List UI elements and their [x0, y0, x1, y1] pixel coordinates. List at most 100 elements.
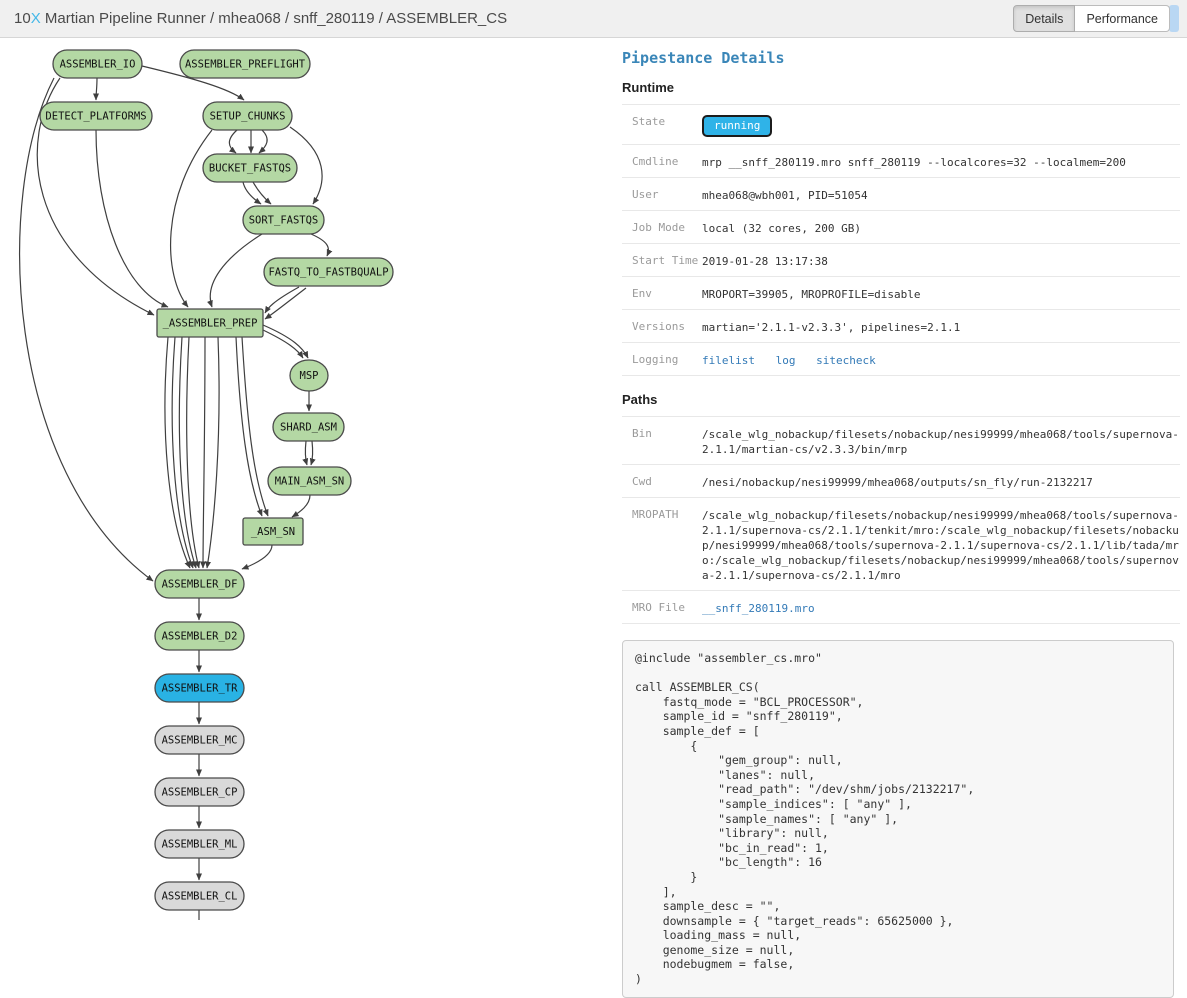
env-label: Env: [632, 287, 652, 300]
sitecheck-link[interactable]: sitecheck: [816, 354, 876, 367]
graph-edge: [258, 129, 268, 154]
row-mropath: MROPATH /scale_wlg_nobackup/filesets/nob…: [622, 497, 1180, 590]
graph-node-label: FASTQ_TO_FASTBQUALP: [268, 267, 388, 279]
row-cmdline: Cmdline mrp __snff_280119.mro snff_28011…: [622, 144, 1180, 177]
env-value: MROPORT=39905, MROPROFILE=disable: [702, 288, 921, 301]
jobmode-label: Job Mode: [632, 221, 685, 234]
graph-node-BUCKET_FASTQS[interactable]: BUCKET_FASTQS: [202, 153, 298, 183]
tab-performance[interactable]: Performance: [1075, 5, 1170, 32]
pipestance-details-panel: Pipestance Details Runtime State running…: [622, 38, 1180, 998]
graph-node-ASSEMBLER_TR[interactable]: ASSEMBLER_TR: [154, 673, 245, 703]
breadcrumb-text: Martian Pipeline Runner / mhea068 / snff…: [40, 10, 508, 27]
graph-edge: [252, 181, 272, 205]
graph-edge: [262, 329, 304, 359]
graph-node-label: ASSEMBLER_TR: [162, 683, 239, 695]
pipeline-graph-svg: ASSEMBLER_IO ASSEMBLER_PREFLIGHT DETECT_PL…: [19, 49, 394, 920]
graph-node-ASSEMBLER_IO[interactable]: ASSEMBLER_IO: [52, 49, 143, 79]
graph-node-ASSEMBLER_DF[interactable]: ASSEMBLER_DF: [154, 569, 245, 599]
filelist-link[interactable]: filelist: [702, 354, 755, 367]
graph-node-ASSEMBLER_D2[interactable]: ASSEMBLER_D2: [154, 621, 245, 651]
row-cwd: Cwd /nesi/nobackup/nesi99999/mhea068/out…: [622, 464, 1180, 497]
graph-node-ASSEMBLER_CP[interactable]: ASSEMBLER_CP: [154, 777, 245, 807]
graph-edges: [19, 65, 333, 920]
row-jobmode: Job Mode local (32 cores, 200 GB): [622, 210, 1180, 243]
row-logging: Logging filelist log sitecheck: [622, 342, 1180, 375]
pipeline-graph: ASSEMBLER_IO ASSEMBLER_PREFLIGHT DETECT_PL…: [0, 0, 620, 920]
mro-code-text: @include "assembler_cs.mro" call ASSEMBL…: [635, 651, 975, 987]
graph-edge: [178, 336, 197, 569]
row-env: Env MROPORT=39905, MROPROFILE=disable: [622, 276, 1180, 309]
graph-node-label: _ASSEMBLER_PREP: [163, 318, 258, 330]
graph-node-DETECT_PLATFORMS[interactable]: DETECT_PLATFORMS: [39, 101, 153, 131]
row-versions: Versions martian='2.1.1-v2.3.3', pipelin…: [622, 309, 1180, 342]
graph-edge: [170, 129, 213, 308]
graph-node-label: MSP: [300, 370, 319, 382]
runtime-table: State running Cmdline mrp __snff_280119.…: [622, 104, 1180, 376]
user-label: User: [632, 188, 659, 201]
graph-edge: [93, 77, 100, 101]
graph-node-label: ASSEMBLER_CL: [162, 891, 238, 903]
logging-label: Logging: [632, 353, 679, 366]
view-tab-group: Details Performance: [1013, 5, 1170, 32]
bin-label: Bin: [632, 427, 652, 440]
mropath-label: MROPATH: [632, 508, 679, 521]
graph-edge: [264, 287, 307, 320]
mropath-value: /scale_wlg_nobackup/filesets/nobackup/ne…: [702, 509, 1179, 582]
graph-node-FASTQ_TO_FASTBQUALP[interactable]: FASTQ_TO_FASTBQUALP: [263, 257, 394, 287]
graph-node-MAIN_ASM_SN[interactable]: MAIN_ASM_SN: [267, 466, 352, 496]
graph-node-_ASSEMBLER_PREP[interactable]: _ASSEMBLER_PREP: [156, 308, 264, 338]
graph-edge: [205, 336, 220, 569]
graph-edge: [207, 233, 263, 308]
bin-value: /scale_wlg_nobackup/filesets/nobackup/ne…: [702, 428, 1179, 456]
graph-node-label: ASSEMBLER_ML: [162, 839, 238, 851]
state-badge: running: [702, 115, 773, 137]
row-bin: Bin /scale_wlg_nobackup/filesets/nobacku…: [622, 416, 1180, 464]
graph-node-ASSEMBLER_MC[interactable]: ASSEMBLER_MC: [154, 725, 245, 755]
graph-edge: [309, 440, 316, 466]
graph-edge: [291, 494, 311, 518]
graph-node-ASSEMBLER_PREFLIGHT[interactable]: ASSEMBLER_PREFLIGHT: [179, 49, 311, 79]
jobmode-value: local (32 cores, 200 GB): [702, 222, 861, 235]
graph-node-MSP[interactable]: MSP: [289, 359, 329, 392]
graph-node-label: SHARD_ASM: [280, 422, 337, 434]
runtime-heading: Runtime: [622, 80, 674, 95]
graph-edge: [302, 440, 309, 466]
cwd-value: /nesi/nobackup/nesi99999/mhea068/outputs…: [702, 476, 1093, 489]
top-header: 10X Martian Pipeline Runner / mhea068 / …: [0, 0, 1187, 38]
graph-edge: [310, 233, 333, 257]
graph-node-SETUP_CHUNKS[interactable]: SETUP_CHUNKS: [202, 101, 293, 131]
starttime-label: Start Time: [632, 254, 699, 267]
versions-label: Versions: [632, 320, 685, 333]
mro-code-block: @include "assembler_cs.mro" call ASSEMBL…: [622, 640, 1174, 998]
graph-node-label: ASSEMBLER_MC: [162, 735, 238, 747]
cmdline-value: mrp __snff_280119.mro snff_280119 --loca…: [702, 156, 1126, 169]
graph-node-ASSEMBLER_CL[interactable]: ASSEMBLER_CL: [154, 881, 245, 911]
tab-details[interactable]: Details: [1013, 5, 1076, 32]
mrofile-label: MRO File: [632, 601, 685, 614]
graph-node-SORT_FASTQS[interactable]: SORT_FASTQS: [242, 205, 325, 235]
graph-node-label: ASSEMBLER_IO: [60, 59, 136, 71]
row-user: User mhea068@wbh001, PID=51054: [622, 177, 1180, 210]
graph-node-ASSEMBLER_ML[interactable]: ASSEMBLER_ML: [154, 829, 245, 859]
graph-edge: [241, 336, 269, 517]
log-link[interactable]: log: [775, 354, 796, 367]
graph-edge: [141, 65, 245, 101]
brand-10: 10: [14, 10, 31, 27]
state-label: State: [632, 115, 666, 128]
graph-node-SHARD_ASM[interactable]: SHARD_ASM: [272, 412, 345, 442]
row-state: State running: [622, 104, 1180, 144]
graph-edge: [19, 77, 154, 582]
cmdline-label: Cmdline: [632, 155, 679, 168]
graph-node-label: ASSEMBLER_PREFLIGHT: [185, 59, 306, 71]
tab-sliver-decoration: [1169, 5, 1179, 32]
graph-edge: [95, 129, 169, 308]
graph-node-_ASM_SN[interactable]: _ASM_SN: [242, 517, 304, 546]
paths-heading: Paths: [622, 392, 658, 407]
row-starttime: Start Time 2019-01-28 13:17:38: [622, 243, 1180, 276]
graph-node-label: ASSEMBLER_CP: [162, 787, 238, 799]
graph-edge: [164, 336, 191, 569]
graph-edge: [228, 129, 238, 154]
graph-edge: [262, 324, 309, 359]
graph-edge: [289, 126, 323, 205]
mro-file-link[interactable]: __snff_280119.mro: [702, 602, 815, 615]
